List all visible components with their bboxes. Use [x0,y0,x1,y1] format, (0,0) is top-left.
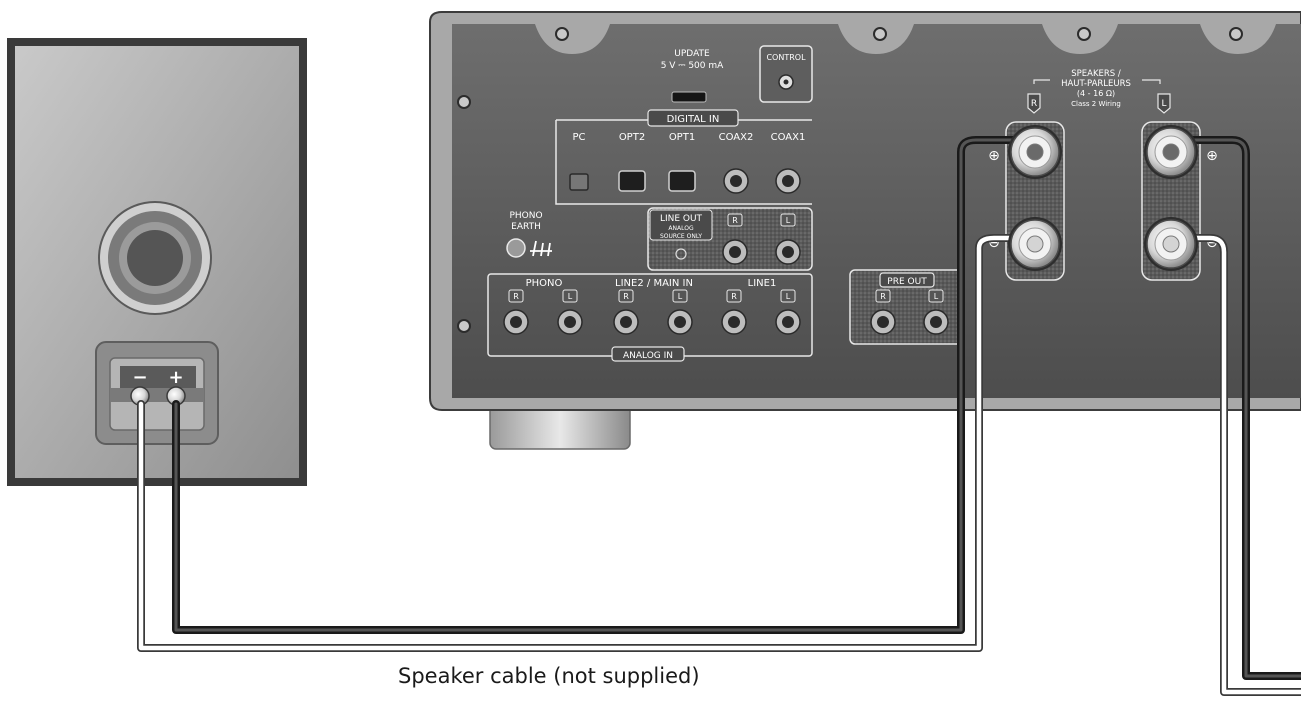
speaker-channel-r-label: R [1031,99,1037,109]
analog-phono-l-jack[interactable] [557,309,583,335]
speaker-terminal-l-plus[interactable] [1144,125,1198,179]
digital-input-coax1-label: COAX1 [771,132,806,143]
speaker-cable-right-channel [137,136,1028,652]
pre-out-label: PRE OUT [887,277,927,287]
pre-out-l-jack[interactable] [923,309,949,335]
analog-line1-r-label: R [731,292,737,301]
speaker-plus-label: + [168,367,183,388]
line-out-r-jack[interactable] [722,239,748,265]
digital-input-pc-label: PC [572,132,585,143]
screw-icon [457,27,1243,333]
optical-port-opt2[interactable] [618,170,646,192]
r-minus-symbol: ⊖ [988,235,1000,251]
control-label: CONTROL [766,53,806,62]
usb-b-port[interactable] [569,173,589,191]
analog-line1-r-jack[interactable] [721,309,747,335]
speaker-minus-label: − [132,367,147,388]
phono-earth-label-line2: EARTH [511,222,541,232]
speakers-label-line3: (4 - 16 Ω) [1077,89,1115,98]
line-out-label: LINE OUT [660,214,703,224]
pre-out-l-label: L [934,292,939,301]
speaker-cabinet: − + [7,38,307,486]
line-out-r-label: R [732,216,738,225]
optical-port-opt1[interactable] [668,170,696,192]
analog-line2-l-label: L [678,292,683,301]
speaker-channel-l-label: L [1161,99,1166,109]
speaker-cable-left-channel [1176,136,1301,696]
ground-icon [530,240,552,257]
analog-group-phono-label: PHONO [526,278,563,289]
l-minus-symbol: ⊖ [1206,235,1218,251]
digital-input-coax2-label: COAX2 [719,132,754,143]
analog-phono-r-label: R [513,292,519,301]
line-out-l-jack[interactable] [775,239,801,265]
phono-earth-label-line1: PHONO [509,211,542,221]
analog-line1-l-label: L [786,292,791,301]
digital-input-opt2-label: OPT2 [619,132,645,143]
line-out-l-label: L [786,216,791,225]
r-plus-symbol: ⊕ [988,148,1000,164]
digital-input-opt1-label: OPT1 [669,132,695,143]
update-label: UPDATE [674,49,710,59]
usb-update-port[interactable] [671,91,707,103]
digital-in-label: DIGITAL IN [667,114,720,125]
analog-line2-r-label: R [623,292,629,301]
analog-phono-r-jack[interactable] [503,309,529,335]
analog-phono-l-label: L [568,292,573,301]
line-out-note-line2: SOURCE ONLY [660,233,702,240]
pre-out-r-label: R [880,292,886,301]
woofer-icon [98,201,212,315]
line-out-note-line1: ANALOG [668,225,694,232]
coax-jack-coax1[interactable] [775,168,801,194]
l-plus-symbol: ⊕ [1206,148,1218,164]
analog-line1-l-jack[interactable] [775,309,801,335]
speaker-terminal-plate: − + [95,341,219,445]
speaker-terminal-l-minus[interactable] [1144,217,1198,271]
analog-group-line2-label: LINE2 / MAIN IN [615,278,693,289]
analog-in-label: ANALOG IN [623,351,673,361]
speakers-label-line2: HAUT-PARLEURS [1061,79,1131,89]
pre-out-r-jack[interactable] [870,309,896,335]
speakers-label-line1: SPEAKERS / [1071,69,1121,79]
amplifier-rear-panel: UPDATE 5 V ⎓ 500 mA CONTROL DIGITAL IN P… [429,11,1301,450]
speaker-terminal-r-minus[interactable] [1008,217,1062,271]
speaker-cable-caption: Speaker cable (not supplied) [398,664,700,688]
phono-earth-terminal[interactable] [506,238,526,258]
analog-line2-l-jack[interactable] [667,309,693,335]
analog-line2-r-jack[interactable] [613,309,639,335]
coax-jack-coax2[interactable] [723,168,749,194]
speakers-label-line4: Class 2 Wiring [1071,100,1121,108]
speaker-terminal-r-plus[interactable] [1008,125,1062,179]
analog-group-line1-label: LINE1 [748,278,777,289]
update-spec: 5 V ⎓ 500 mA [661,61,724,71]
